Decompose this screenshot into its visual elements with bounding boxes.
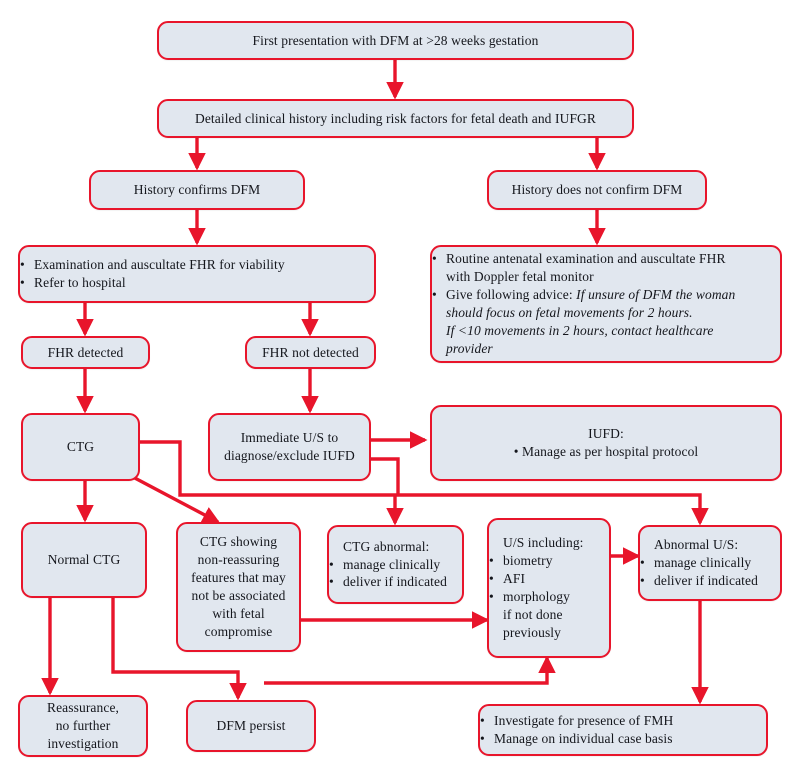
node-text: FHR detected xyxy=(47,344,124,360)
node-ctg-non-reassuring[interactable]: CTG showing non-reassuring features that… xyxy=(176,522,301,652)
node-ctg[interactable]: CTG xyxy=(21,413,140,481)
node-reassurance-no-further-investigation[interactable]: Reassurance, no further investigation xyxy=(18,695,148,757)
node-text-line: non-reassuring xyxy=(197,552,280,568)
node-fhr-not-detected[interactable]: FHR not detected xyxy=(245,336,376,369)
node-ctg-abnormal[interactable]: CTG abnormal: manage clinically deliver … xyxy=(327,525,464,604)
advice-italic: If unsure of DFM the woman xyxy=(576,287,736,303)
node-text-line: Manage on individual case basis xyxy=(480,730,766,748)
node-text-line: diagnose/exclude IUFD xyxy=(224,448,355,463)
node-text-line: AFI xyxy=(489,570,609,588)
node-text: First presentation with DFM at >28 weeks… xyxy=(252,32,539,48)
node-text-line: U/S including: xyxy=(503,535,584,551)
node-text: FHR not detected xyxy=(262,344,359,360)
node-text-line: CTG abnormal: xyxy=(343,538,430,554)
node-history-confirms-dfm[interactable]: History confirms DFM xyxy=(89,170,305,210)
node-iufd[interactable]: IUFD: • Manage as per hospital protocol xyxy=(430,405,782,481)
node-examination-auscultate-fhr[interactable]: Examination and auscultate FHR for viabi… xyxy=(18,245,376,303)
node-text-line: compromise xyxy=(204,623,273,639)
node-text-line: biometry xyxy=(489,552,609,570)
node-text-line: manage clinically xyxy=(329,556,462,574)
node-text: CTG xyxy=(66,439,95,455)
node-text-line: Immediate U/S to xyxy=(240,430,339,446)
node-text-line: Routine antenatal examination and auscul… xyxy=(432,250,780,268)
node-text-line: manage clinically xyxy=(640,554,780,572)
node-text: History does not confirm DFM xyxy=(511,182,683,198)
node-dfm-persist[interactable]: DFM persist xyxy=(186,700,316,752)
node-text: Detailed clinical history including risk… xyxy=(194,110,597,126)
node-detailed-clinical-history[interactable]: Detailed clinical history including risk… xyxy=(157,99,634,138)
node-text-line: IUFD: xyxy=(588,426,624,442)
node-text-line: provider xyxy=(446,340,493,356)
node-text-line: no further xyxy=(55,718,111,734)
node-text-line: not be associated xyxy=(191,588,286,603)
advice-label: Give following advice: xyxy=(446,287,577,303)
node-text-line: investigation xyxy=(47,735,119,751)
node-text-line: previously xyxy=(503,624,561,640)
edge-dfm-persist-to-us-including xyxy=(264,655,556,685)
edge-ctg-to-ctg-non-reassuring xyxy=(130,474,221,524)
node-immediate-us[interactable]: Immediate U/S to diagnose/exclude IUFD xyxy=(208,413,371,481)
node-text: DFM persist xyxy=(216,718,286,734)
node-normal-ctg[interactable]: Normal CTG xyxy=(21,522,147,598)
node-text-line: CTG showing xyxy=(199,534,278,550)
node-text-line: if not done xyxy=(503,606,563,622)
node-text-line: Abnormal U/S: xyxy=(654,537,739,553)
node-text: History confirms DFM xyxy=(133,182,261,198)
node-fhr-detected[interactable]: FHR detected xyxy=(21,336,150,369)
node-text-line: deliver if indicated xyxy=(329,573,462,591)
node-text-line: Reassurance, xyxy=(46,700,120,716)
node-text-line: If <10 movements in 2 hours, contact hea… xyxy=(446,322,714,338)
node-text-line: Investigate for presence of FMH xyxy=(480,712,766,730)
node-text-line: Give following advice: If unsure of DFM … xyxy=(432,286,780,304)
node-text-line: features that may xyxy=(191,570,286,586)
node-routine-antenatal-examination[interactable]: Routine antenatal examination and auscul… xyxy=(430,245,782,363)
node-text-line: deliver if indicated xyxy=(640,572,780,590)
node-abnormal-us[interactable]: Abnormal U/S: manage clinically deliver … xyxy=(638,525,782,601)
node-text-line: with Doppler fetal monitor xyxy=(446,269,594,285)
node-text-line: • Manage as per hospital protocol xyxy=(513,444,699,459)
node-first-presentation[interactable]: First presentation with DFM at >28 weeks… xyxy=(157,21,634,60)
node-history-does-not-confirm-dfm[interactable]: History does not confirm DFM xyxy=(487,170,707,210)
node-us-including[interactable]: U/S including: biometry AFI morphology i… xyxy=(487,518,611,658)
node-text: Normal CTG xyxy=(47,552,121,568)
node-text-line: Examination and auscultate FHR for viabi… xyxy=(20,256,374,274)
node-text-line: Refer to hospital xyxy=(20,274,374,292)
node-text-line: with fetal xyxy=(212,605,265,621)
node-investigate-fmh[interactable]: Investigate for presence of FMH Manage o… xyxy=(478,704,768,756)
node-text-line: morphology xyxy=(489,588,609,606)
node-text-line: should focus on fetal movements for 2 ho… xyxy=(446,305,693,320)
